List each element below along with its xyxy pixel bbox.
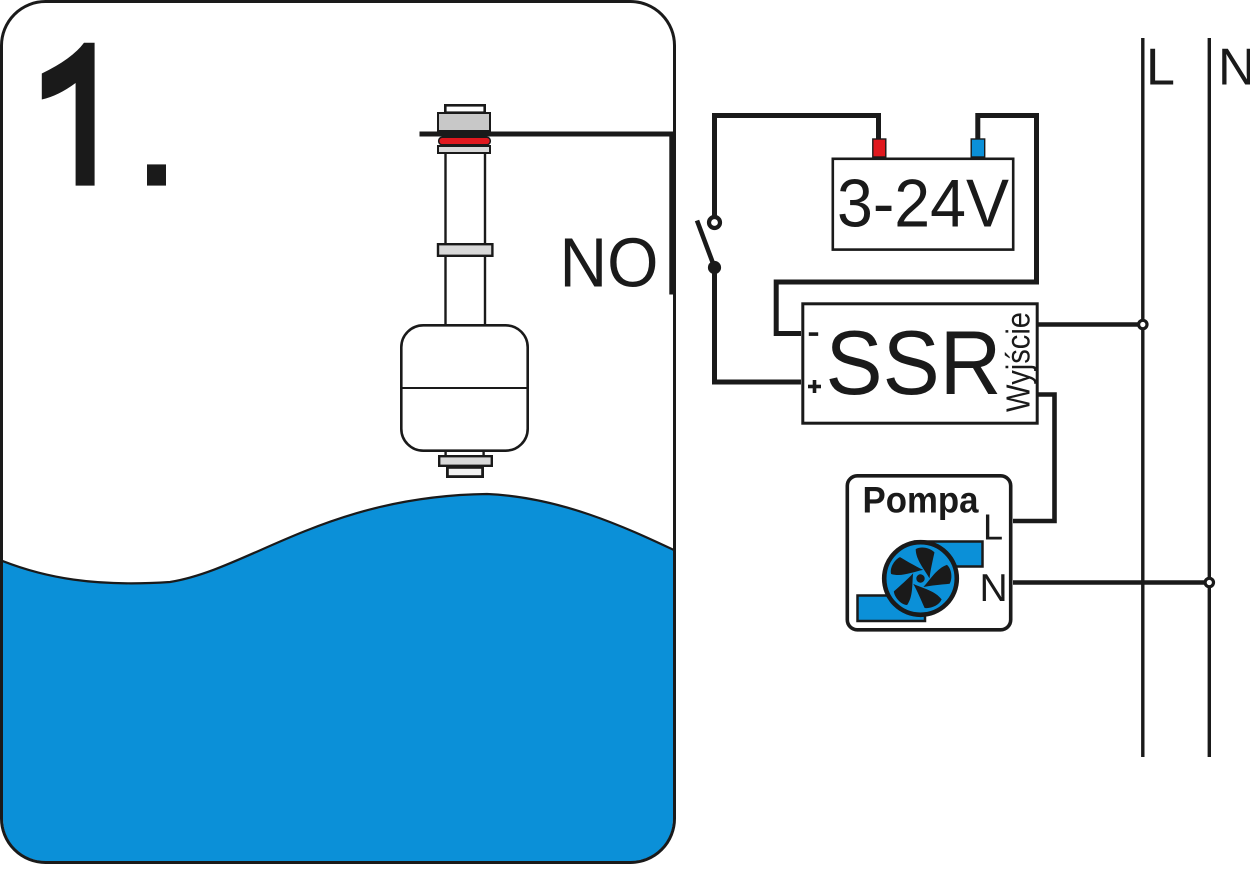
svg-text:SSR: SSR: [826, 313, 1002, 414]
svg-text:L: L: [983, 506, 1003, 547]
svg-text:Pompa: Pompa: [863, 480, 979, 521]
svg-text:NO: NO: [560, 224, 659, 302]
svg-text:N: N: [980, 567, 1008, 610]
svg-text:3-24V: 3-24V: [837, 166, 1010, 242]
svg-text:Wyjście: Wyjście: [1000, 312, 1037, 412]
svg-text:L: L: [1146, 39, 1175, 97]
svg-text:N: N: [1218, 38, 1250, 96]
